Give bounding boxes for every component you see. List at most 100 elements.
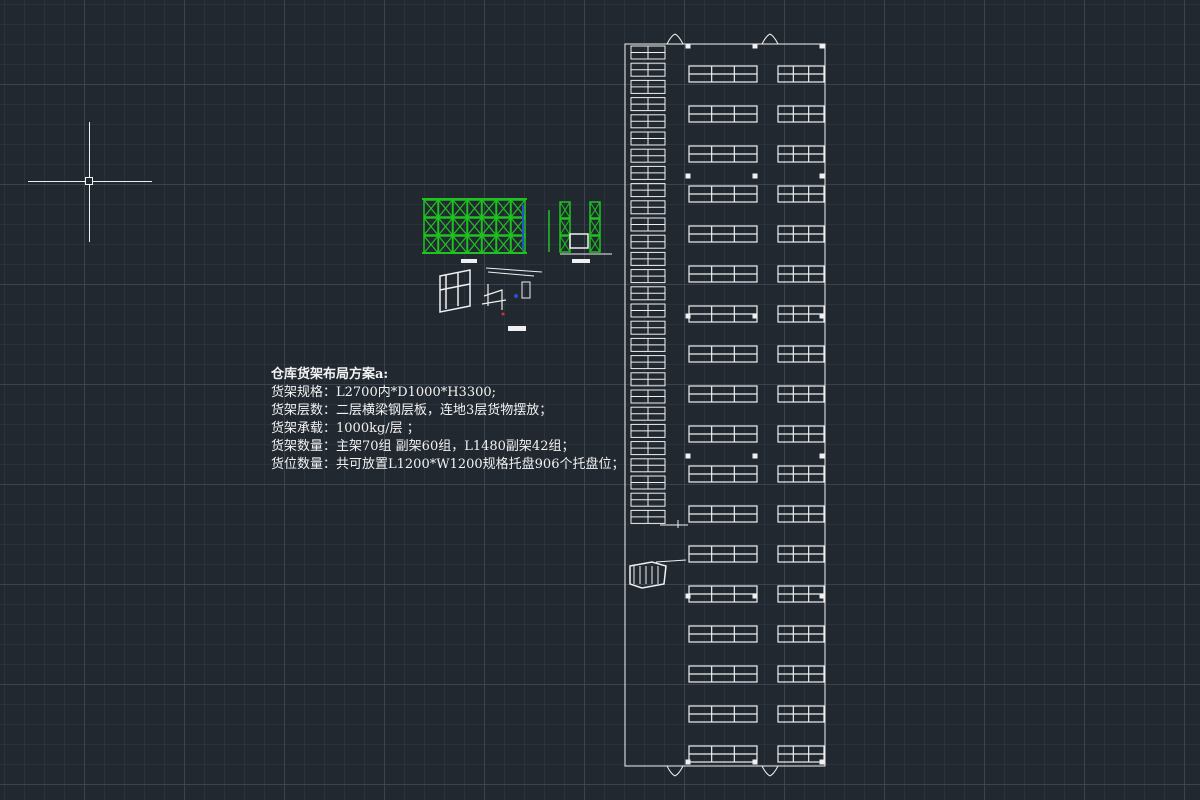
rack-side-bay (589, 201, 601, 219)
note-line-spec: 货架规格：L2700内*D1000*H3300; (271, 385, 497, 400)
rack-side-view-drawing (548, 201, 612, 263)
column-mark (819, 453, 825, 459)
rack-unit (688, 145, 758, 163)
forklift-block (629, 520, 688, 589)
column-mark (819, 593, 825, 599)
rack-unit (777, 505, 825, 523)
rack-unit (630, 372, 666, 387)
column-mark (752, 593, 758, 599)
rack-unit (630, 423, 666, 438)
rack-unit (630, 97, 666, 112)
note-line-load: 货架承载：1000kg/层 ； (271, 421, 420, 436)
rack-unit (688, 425, 758, 443)
rack-unit (777, 545, 825, 563)
note-line-levels: 货架层数：二层横梁钢层板，连地3层货物摆放； (271, 403, 553, 418)
rack-unit (688, 345, 758, 363)
label-block (521, 281, 531, 299)
dimension-tag (461, 259, 477, 263)
rack-unit (777, 385, 825, 403)
rack-unit (630, 114, 666, 129)
rack-unit (688, 505, 758, 523)
crosshair-icon (28, 122, 152, 242)
rack-side-bay (559, 218, 571, 236)
column-mark (819, 173, 825, 179)
rack-bay (423, 199, 439, 254)
column-mark (752, 173, 758, 179)
rack-unit (688, 265, 758, 283)
rack-unit (630, 217, 666, 232)
rack-unit (630, 406, 666, 421)
rack-bay (466, 199, 483, 254)
rack-unit (630, 475, 666, 490)
rack-unit (777, 185, 825, 203)
dimension-tag (508, 326, 526, 331)
rack-unit (630, 389, 666, 404)
note-line-quantity: 货架数量：主架70组 副架60组，L1480副架42组； (271, 439, 575, 454)
rack-unit (777, 705, 825, 723)
note-line-positions: 货位数量：共可放置L1200*W1200规格托盘906个托盘位； (271, 457, 625, 472)
middle-rack-column (688, 65, 758, 763)
column-mark (752, 313, 758, 319)
rack-unit (630, 148, 666, 163)
rack-unit (630, 269, 666, 284)
forklift-side (569, 233, 589, 249)
rack-bay (452, 199, 468, 254)
left-rack-column (630, 45, 666, 524)
rack-unit (630, 441, 666, 456)
rack-unit (630, 165, 666, 180)
rack-unit (777, 625, 825, 643)
rack-isometric-drawing (439, 267, 543, 331)
column-mark (819, 43, 825, 49)
door-symbol (666, 33, 684, 45)
column-mark (819, 759, 825, 765)
rack-unit (630, 303, 666, 318)
rack-bay (437, 199, 454, 254)
rack-side-bay (589, 235, 601, 253)
rack-iso-frame (439, 269, 471, 313)
rack-unit (777, 145, 825, 163)
right-rack-column (777, 65, 825, 763)
rack-unit (688, 305, 758, 323)
column-mark (752, 759, 758, 765)
rack-iso-detail (481, 284, 507, 310)
rack-unit (777, 585, 825, 603)
door-symbol (761, 33, 779, 45)
rack-unit (630, 183, 666, 198)
rack-unit (777, 65, 825, 83)
door-symbol (666, 765, 684, 777)
rack-unit (630, 458, 666, 473)
rack-unit (688, 665, 758, 683)
marker-blue (514, 294, 518, 298)
note-title: 仓库货架布局方案a: (271, 367, 389, 382)
column-mark (685, 43, 691, 49)
layout-spec-note: 仓库货架布局方案a: 货架规格：L2700内*D1000*H3300; 货架层数… (271, 366, 631, 474)
rack-unit (688, 105, 758, 123)
rack-side-bay (589, 218, 601, 236)
rack-unit (688, 625, 758, 643)
column-mark (752, 453, 758, 459)
rack-unit (777, 105, 825, 123)
rack-unit (688, 225, 758, 243)
rack-unit (630, 234, 666, 249)
rack-unit (688, 705, 758, 723)
rack-unit (630, 45, 666, 60)
rack-bay (481, 199, 497, 254)
warehouse-outline (624, 43, 826, 767)
rack-unit (777, 345, 825, 363)
rack-unit (688, 745, 758, 763)
rack-unit (777, 265, 825, 283)
rack-unit (630, 286, 666, 301)
column-mark (685, 759, 691, 765)
warehouse-floor-plan (624, 33, 826, 777)
rack-unit (777, 465, 825, 483)
rack-elevation-drawing (422, 198, 527, 263)
rack-unit (688, 185, 758, 203)
column-mark (685, 593, 691, 599)
rack-unit (630, 131, 666, 146)
rack-unit (777, 425, 825, 443)
structural-columns (685, 43, 825, 765)
rack-unit (630, 62, 666, 77)
rack-unit (777, 305, 825, 323)
marker-red (501, 312, 505, 316)
